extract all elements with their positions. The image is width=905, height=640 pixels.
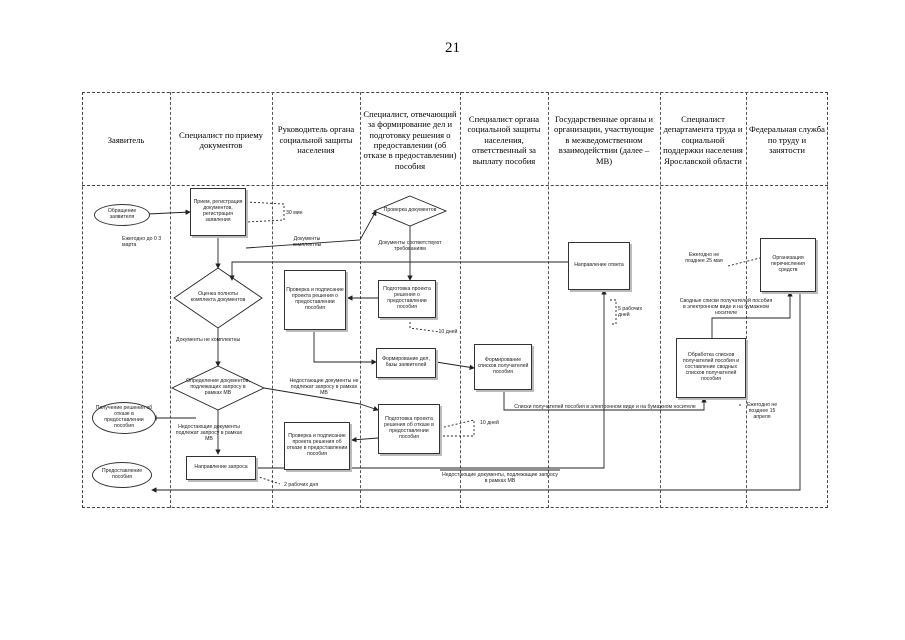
node-send-request: Направление запроса	[186, 456, 256, 480]
label-annual-25: Ежегодно не позднее 25 мая	[685, 252, 723, 265]
node-organize-funds: Организация перечисления средств	[760, 238, 816, 292]
lane-header-case-specialist: Специалист, отвечающий за формирование д…	[363, 108, 457, 171]
lane-divider	[272, 92, 273, 508]
node-receive-refusal: Получение решения об отказе в предоставл…	[92, 402, 156, 434]
lane-header-applicant: Заявитель	[107, 134, 145, 145]
node-check-documents: Проверка документов	[383, 207, 437, 214]
node-prepare-draft-decision: Подготовка проекта решения о предоставле…	[378, 280, 436, 318]
label-10-days-a: 10 дней	[438, 329, 458, 335]
label-annual-april: Ежегодно не позднее 15 апреля	[746, 402, 778, 421]
lane-header-head: Руководитель органа социальной защиты на…	[277, 124, 355, 156]
lane-divider	[170, 92, 171, 508]
lane-divider	[746, 92, 747, 508]
label-2-days: 2 рабочих дня	[284, 482, 319, 488]
label-docs-complete: Документы комплектны	[292, 236, 322, 249]
lane-divider	[360, 92, 361, 508]
node-process-lists: Обработка списков получателей пособия и …	[676, 338, 746, 398]
lane-header-intake-specialist: Специалист по приему документов	[179, 129, 263, 150]
header-separator	[82, 185, 828, 186]
node-review-sign-refusal: Проверка и подписание проекта решения об…	[284, 422, 350, 470]
label-summary-lists: Сводные списки получателей пособия в эле…	[679, 298, 773, 317]
node-prepare-refusal: Подготовка проекта решения об отказе в п…	[378, 404, 440, 454]
node-applicant-request: Обращение заявителя	[94, 204, 150, 226]
lane-divider	[460, 92, 461, 508]
label-missing-mv: Недостающие документы, подлежащие запрос…	[441, 472, 559, 485]
node-review-sign-decision: Проверка и подписание проекта решения о …	[284, 270, 346, 330]
node-identify-documents: Определение документов, подлежащих запро…	[186, 378, 250, 396]
lane-header-federal-service: Федеральная служба по труду и занятости	[749, 124, 825, 156]
diagram-frame	[82, 92, 828, 508]
node-send-response: Направление ответа	[568, 242, 630, 290]
lane-header-payment-specialist: Специалист органа социальной защиты насе…	[467, 113, 541, 166]
label-missing-not-requested: Недостающие документы не подлежат запрос…	[289, 378, 359, 397]
label-10-days-b: 10 дней	[480, 420, 499, 426]
lane-header-department: Специалист департамента труда и социальн…	[663, 113, 743, 166]
node-receive-register: Прием, регистрация документов, регистрац…	[190, 188, 246, 236]
label-30-min: 30 мин	[286, 210, 303, 216]
page-number: 21	[445, 40, 460, 56]
node-provide-benefit: Предоставление пособия	[92, 462, 152, 488]
lane-divider	[660, 92, 661, 508]
lane-divider	[548, 92, 549, 508]
node-completeness-check: Оценка полноты комплекта документов	[190, 291, 246, 303]
label-lists-transfer: Списки получателей пособия в электронном…	[514, 404, 696, 410]
label-docs-meet: Документы соответствуют требованиям	[378, 240, 442, 253]
label-missing-requested: Недостающие документы подлежат запросу в…	[175, 424, 243, 443]
node-form-case: Формирование дел, базы заявителей	[376, 348, 436, 378]
label-annual-march: Ежегодно до 0 3 марта	[122, 236, 162, 249]
lane-header-agencies: Государственные органы и организации, уч…	[554, 113, 654, 166]
node-form-recipient-lists: Формирование списков получателей пособия	[474, 344, 532, 390]
label-5-days: 5 рабочих дней	[618, 306, 643, 319]
label-docs-incomplete: Документы не комплектны	[176, 337, 241, 343]
